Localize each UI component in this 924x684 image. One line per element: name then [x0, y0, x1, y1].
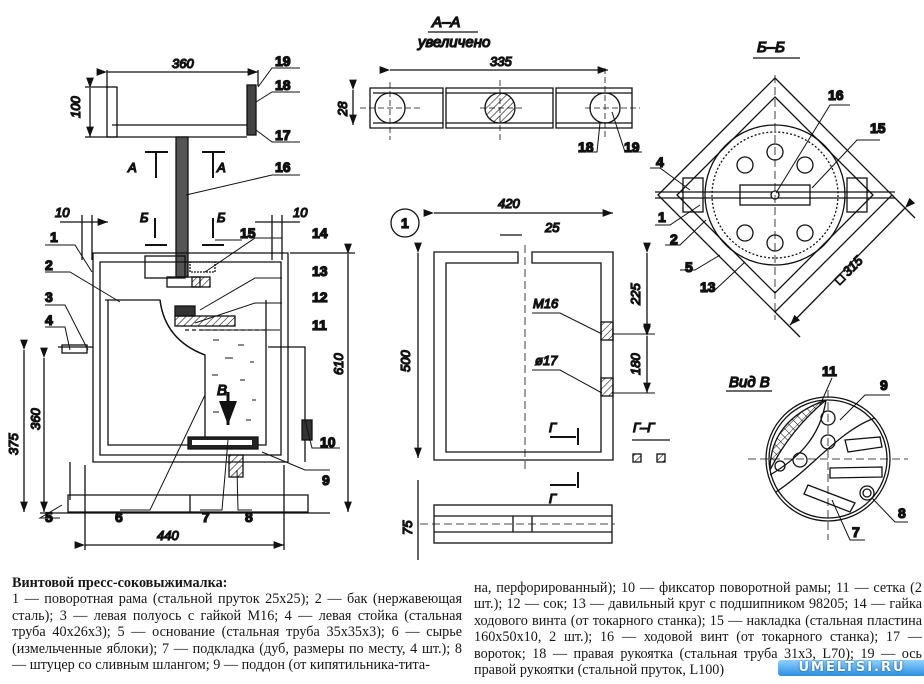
aa-callout-19: 19 [624, 139, 640, 155]
main-view: 360 100 А А Б Б В [5, 52, 355, 550]
aa-callout-18: 18 [578, 139, 594, 155]
bb-callout-16: 16 [828, 87, 844, 103]
label-d17: ø17 [535, 353, 558, 368]
section-gg-title: Г–Г [633, 420, 655, 435]
view-mark-v: В [217, 382, 227, 399]
base [67, 494, 309, 513]
dim-handle-width: 360 [172, 56, 194, 71]
callout-9: 9 [322, 472, 330, 488]
callout-13: 13 [312, 263, 328, 279]
callout-7: 7 [202, 509, 210, 525]
frame-detail: 1 420 25 500 225 180 М16 ø17 Г Г–Г Г 75 [390, 195, 670, 560]
callout-11: 11 [312, 317, 327, 333]
callout-12: 12 [312, 289, 328, 305]
handle-assembly: 360 100 [67, 55, 259, 138]
section-mark-g-lower: Г [549, 491, 557, 506]
section-aa: А–А увеличено 335 28 18 19 [334, 13, 642, 156]
v-callout-7: 7 [852, 524, 860, 540]
section-aa-subtitle: увеличено [417, 34, 490, 51]
callout-15: 15 [240, 225, 256, 241]
frame-outline [433, 251, 614, 461]
caption-title: Винтовой пресс-соковыжималка: [12, 575, 228, 591]
callout-5: 5 [45, 509, 53, 525]
caption-right-column: на, перфорированный); 10 — фиксатор пово… [474, 580, 922, 678]
dim-180: 180 [628, 353, 643, 375]
section-mark-g: Г [549, 420, 557, 435]
technical-drawing: 360 100 А А Б Б В [5, 13, 916, 560]
bb-callout-2: 2 [670, 231, 678, 247]
watermark-logo: UMELTSI.RU [778, 660, 924, 676]
dim-610: 610 [331, 353, 346, 375]
callout-16: 16 [275, 159, 291, 175]
callout-2: 2 [45, 257, 53, 273]
section-mark-b-right: Б [217, 210, 226, 225]
dim-335: 335 [490, 54, 512, 69]
view-v: Вид В 11 9 8 7 [726, 362, 908, 541]
bb-callout-15: 15 [870, 120, 886, 136]
dim-440: 440 [157, 528, 179, 543]
section-bb: Б–Б □ 315 16 15 4 1 2 5 13 [650, 38, 916, 338]
v-callout-11: 11 [822, 363, 837, 379]
label-m16: М16 [533, 296, 559, 311]
dim-315: □ 315 [832, 253, 867, 288]
dim-500: 500 [398, 350, 413, 372]
detail-marker-label: 1 [401, 215, 409, 231]
section-bb-title: Б–Б [757, 39, 785, 56]
caption-text-right: на, перфорированный); 10 — фиксатор пово… [474, 580, 922, 679]
dim-gap-left: 10 [55, 205, 70, 220]
callout-3: 3 [45, 289, 53, 305]
dim-28: 28 [335, 101, 350, 117]
bb-callout-5: 5 [685, 259, 693, 275]
section-aa-title: А–А [431, 14, 460, 31]
section-mark-b-left: Б [140, 210, 149, 225]
section-mark-a-right: А [216, 160, 226, 175]
callout-14: 14 [312, 225, 328, 241]
rotary-frame [92, 252, 289, 463]
callout-10: 10 [320, 434, 336, 450]
dim-375: 375 [6, 433, 21, 455]
v-callout-8: 8 [898, 505, 906, 521]
section-mark-a-left: А [127, 160, 137, 175]
dim-360: 360 [28, 408, 43, 430]
detail-marker [390, 208, 420, 238]
bb-callout-4: 4 [656, 154, 664, 170]
callout-18: 18 [275, 77, 291, 93]
callout-8: 8 [245, 509, 253, 525]
bb-callout-13: 13 [700, 279, 716, 295]
dim-handle-height: 100 [68, 96, 83, 118]
caption-text-left: 1 — поворотная рама (стальной пруток 25х… [12, 591, 462, 674]
dim-225: 225 [628, 283, 643, 306]
dim-75: 75 [400, 520, 415, 535]
callout-4: 4 [45, 312, 53, 328]
dim-gap-right: 10 [293, 205, 308, 220]
callout-6: 6 [115, 509, 123, 525]
caption-left-column: Винтовой пресс-соковыжималка: 1 — поворо… [12, 575, 462, 673]
callout-19: 19 [275, 53, 291, 69]
callout-17: 17 [275, 127, 291, 143]
bb-callout-1: 1 [658, 209, 666, 225]
v-callout-9: 9 [880, 377, 888, 393]
dim-420: 420 [498, 196, 520, 211]
callout-1: 1 [50, 229, 58, 245]
dim-25: 25 [544, 220, 560, 235]
view-v-title: Вид В [729, 374, 770, 391]
